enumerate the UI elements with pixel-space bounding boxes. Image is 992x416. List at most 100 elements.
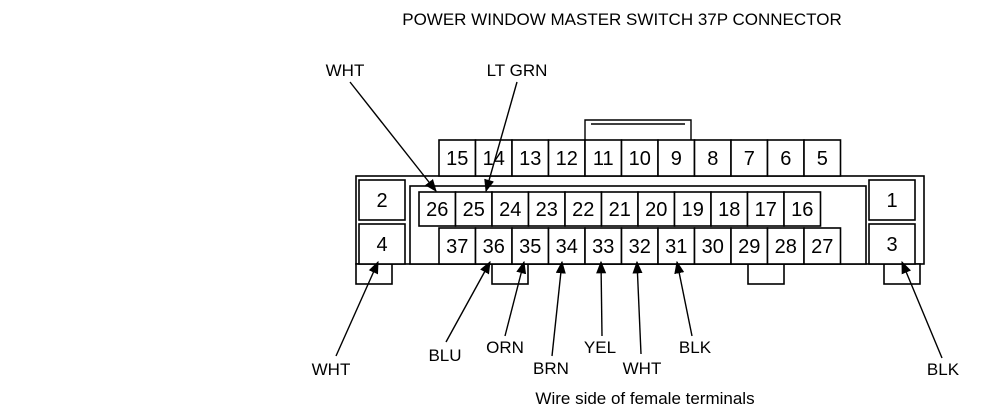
pin-37: 37 [438,227,477,265]
pin-label: 36 [483,236,505,258]
pin-label: 29 [738,236,760,258]
pin-18: 18 [710,191,749,227]
pin-label: 7 [744,148,755,170]
leader-26 [349,81,437,192]
pin-cell [783,191,822,227]
pin-cell [358,179,406,221]
wire-label-25: LT GRN [487,61,548,80]
pin-label: 24 [499,199,521,221]
pin-label: 3 [886,234,897,256]
pin-label: 32 [629,236,651,258]
pin-label: 5 [817,148,828,170]
wire-label-34: BRN [533,359,569,378]
pin-label: 10 [629,148,651,170]
pin-cell [693,139,732,177]
pin-label: 21 [609,199,631,221]
pin-label: 27 [811,236,833,258]
pin-10: 10 [620,139,659,177]
wire-label-36: BLU [428,346,461,365]
pin-block-left: 24 [358,179,406,265]
pin-cell [766,139,805,177]
pin-label: 28 [775,236,797,258]
pin-28: 28 [766,227,805,265]
leader-32 [632,260,643,355]
leader-36 [445,260,491,343]
leader-31 [674,260,693,337]
wire-label-26: WHT [326,61,365,80]
pin-cell [527,191,566,227]
pin-11: 11 [584,139,623,177]
pin-label: 19 [682,199,704,221]
pin-21: 21 [600,191,639,227]
leader-34 [551,260,566,357]
pin-4: 4 [358,223,406,265]
pin-31: 31 [657,227,696,265]
pin-19: 19 [673,191,712,227]
pin-12: 12 [547,139,586,177]
pin-label: 4 [376,234,387,256]
pin-label: 20 [645,199,667,221]
pin-cell [491,191,530,227]
pin-7: 7 [730,139,769,177]
pin-9: 9 [657,139,696,177]
pin-14: 14 [474,139,513,177]
pin-24: 24 [491,191,530,227]
pin-label: 6 [780,148,791,170]
diagram-caption: Wire side of female terminals [535,389,754,408]
pin-cell [620,227,659,265]
pin-label: 30 [702,236,724,258]
pin-label: 37 [446,236,468,258]
pin-16: 16 [783,191,822,227]
pin-cell [358,223,406,265]
pin-cell [693,227,732,265]
pin-cell [746,191,785,227]
pin-cell [418,191,457,227]
pin-30: 30 [693,227,732,265]
pin-23: 23 [527,191,566,227]
pin-label: 16 [791,199,813,221]
wire-label-31: BLK [679,338,712,357]
pin-cell [657,139,696,177]
pin-label: 15 [446,148,468,170]
leader-33 [596,260,607,337]
pin-cell [474,139,513,177]
wire-label-3: BLK [927,360,960,379]
pin-block-right: 13 [868,179,916,265]
pin-label: 18 [718,199,740,221]
pin-label: 26 [426,199,448,221]
pin-label: 25 [463,199,485,221]
pin-32: 32 [620,227,659,265]
pin-27: 27 [803,227,842,265]
pin-34: 34 [547,227,586,265]
pin-6: 6 [766,139,805,177]
pin-label: 35 [519,236,541,258]
pin-row-middle: 26 25 24 23 22 21 20 19 18 17 16 [418,191,822,227]
pin-5: 5 [803,139,842,177]
pin-cell [803,227,842,265]
pin-cell [438,227,477,265]
pin-cell [547,139,586,177]
pin-label: 9 [671,148,682,170]
pin-label: 8 [707,148,718,170]
leader-lines [335,81,943,359]
wire-label-4: WHT [312,360,351,379]
pin-label: 31 [665,236,687,258]
pin-33: 33 [584,227,623,265]
pin-label: 11 [593,148,614,170]
leader-4 [335,260,379,357]
pin-label: 22 [572,199,594,221]
pin-label: 34 [556,236,578,258]
pin-label: 33 [592,236,614,258]
pin-cell [868,179,916,221]
pin-row-bottom: 37 36 35 34 33 32 31 30 29 28 27 [438,227,842,265]
leader-25 [484,81,518,193]
pin-2: 2 [358,179,406,221]
pin-3: 3 [868,223,916,265]
pin-17: 17 [746,191,785,227]
pin-label: 14 [483,148,505,170]
pin-cell [511,139,550,177]
pin-cell [584,139,623,177]
leader-35 [504,260,527,337]
